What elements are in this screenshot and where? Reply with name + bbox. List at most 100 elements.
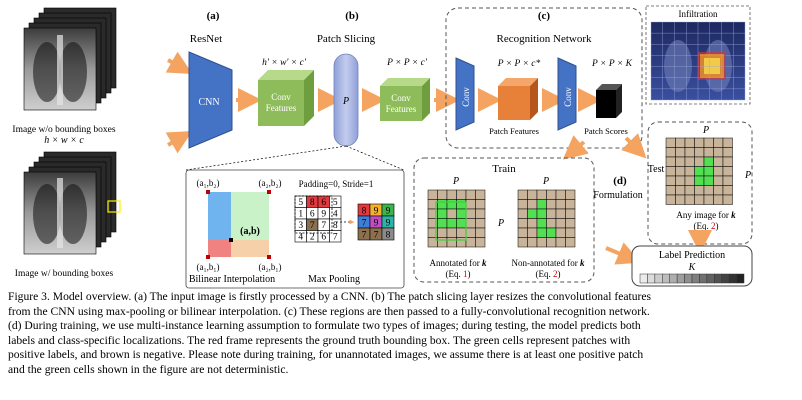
non-annotated-caption: Non-annotated for k xyxy=(512,258,585,268)
patch-cell xyxy=(694,156,705,167)
patch-cell xyxy=(446,237,457,248)
patch-cell xyxy=(456,218,467,229)
conv-block-1-label: Conv xyxy=(461,87,471,107)
bilinear-region-green xyxy=(231,192,269,240)
maxpool-output-value: 9 xyxy=(386,219,391,229)
patch-cell xyxy=(555,208,566,219)
bilinear-a1b1: (a₁,b₁) xyxy=(196,262,219,272)
patch-cell xyxy=(684,175,695,186)
patch-cell xyxy=(565,218,576,229)
conv-block-1 xyxy=(455,57,475,131)
patch-features-cube xyxy=(498,78,538,120)
patch-cell xyxy=(703,175,714,186)
patch-cell xyxy=(694,137,705,148)
non-annotated-patch-grid xyxy=(517,189,576,248)
patch-cell xyxy=(665,137,676,148)
patch-cell xyxy=(713,137,724,148)
heatmap-gt-box xyxy=(698,52,726,80)
annotated-caption: Annotated for k xyxy=(430,258,487,268)
patch-cell xyxy=(713,156,724,167)
patch-cell xyxy=(565,199,576,210)
input-dims-label: h × w × c xyxy=(44,135,84,146)
patch-cell xyxy=(517,218,528,229)
detail-connector-left xyxy=(185,145,347,171)
patch-cell xyxy=(465,208,476,219)
label-score-cell xyxy=(676,273,685,284)
patch-cell xyxy=(713,185,724,196)
patch-cell xyxy=(437,218,448,229)
train-grid-1-p-side: P xyxy=(497,218,504,229)
maxpool-output-value: 8 xyxy=(362,207,367,217)
patch-cell xyxy=(475,199,486,210)
patch-cell xyxy=(536,199,547,210)
corner-marker-a2b2 xyxy=(267,190,271,194)
maxpool-output-value: 9 xyxy=(374,219,379,229)
patch-cell xyxy=(665,194,676,205)
input-images-unannotated xyxy=(23,7,117,111)
patch-cell xyxy=(465,189,476,200)
conv-features-2-line1: Conv xyxy=(391,93,411,103)
maxpool-input-value: 2 xyxy=(310,233,315,243)
patch-cell xyxy=(437,227,448,238)
panel-c-label: (c) xyxy=(538,10,551,22)
patch-cell xyxy=(456,199,467,210)
patch-cell xyxy=(703,137,714,148)
maxpool-input-value: 3 xyxy=(298,221,303,231)
patch-cell xyxy=(546,218,557,229)
detail-connector-right xyxy=(345,145,405,171)
cnn-block xyxy=(188,51,233,149)
patch-cell xyxy=(536,218,547,229)
patch-cell xyxy=(546,227,557,238)
annotated-eq: (Eq. 1) xyxy=(446,269,471,279)
maxpool-output-value: 7 xyxy=(362,231,367,241)
maxpool-input-cell xyxy=(329,230,342,243)
patch-cell xyxy=(475,189,486,200)
patch-cell xyxy=(437,237,448,248)
patch-scores-label: Patch Scores xyxy=(584,126,628,136)
maxpool-input-value: 8 xyxy=(310,198,315,208)
patch-cell xyxy=(446,208,457,219)
panel-d-label: (d) xyxy=(613,175,627,187)
patch-cell xyxy=(517,189,528,200)
patch-cell xyxy=(665,156,676,167)
patch-cell xyxy=(437,199,448,210)
train-grid-2-p-top: P xyxy=(542,176,549,187)
model-overview-diagram: Image w/o bounding boxes h × w × c Image… xyxy=(12,5,753,289)
caption-line-4: labels and class-specific localizations.… xyxy=(8,333,631,347)
maxpool-input-value: 9 xyxy=(321,210,326,220)
patch-cell xyxy=(684,166,695,177)
maxpool-output-value: 7 xyxy=(362,219,367,229)
infiltration-box xyxy=(645,5,751,105)
any-image-eq: (Eq. 2) xyxy=(694,221,719,231)
bilinear-a2b2: (a₂,b₂) xyxy=(258,178,281,188)
patch-cell xyxy=(475,227,486,238)
patch-cell xyxy=(555,189,566,200)
patch-cell xyxy=(536,208,547,219)
conv-features-1-line2: Features xyxy=(266,103,297,113)
maxpool-output-value: 9 xyxy=(374,207,379,217)
patch-cell xyxy=(517,227,528,238)
conv-features-2-line2: Features xyxy=(386,104,417,114)
bilinear-region-blue xyxy=(208,192,231,240)
corner-marker-a1b2 xyxy=(206,190,210,194)
resnet-label: ResNet xyxy=(190,33,222,45)
patch-cell xyxy=(527,208,538,219)
maxpool-input-value: 7 xyxy=(310,221,315,231)
train-grid-1-p-top: P xyxy=(452,176,459,187)
heatmap-grid-overlay xyxy=(650,21,746,101)
caption-line-1: Figure 3. Model overview. (a) The input … xyxy=(8,290,652,303)
dims-ppc-star: P × P × c* xyxy=(497,59,541,69)
interpolated-point-marker xyxy=(229,238,233,242)
patch-cell xyxy=(665,147,676,158)
patch-cell xyxy=(555,227,566,238)
patch-cell xyxy=(703,156,714,167)
patch-cell xyxy=(536,237,547,248)
patch-cell xyxy=(427,189,438,200)
patch-cell xyxy=(565,237,576,248)
patch-cell xyxy=(527,227,538,238)
patch-cell xyxy=(713,166,724,177)
patch-cell xyxy=(722,147,733,158)
caption-line-2: from the CNN using max-pooling or biline… xyxy=(8,304,650,318)
label-prediction-label: Label Prediction xyxy=(659,250,725,261)
